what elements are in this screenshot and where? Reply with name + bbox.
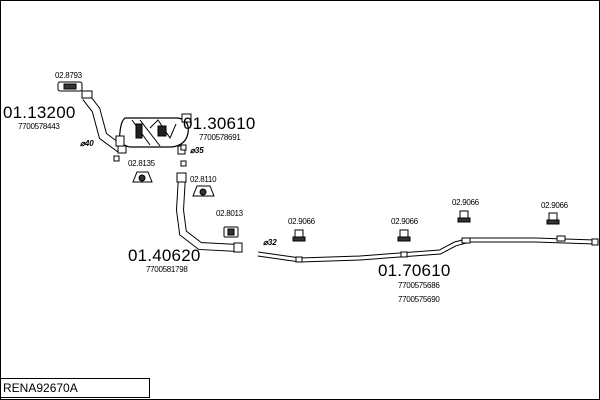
diameter-label: ⌀35	[190, 146, 204, 155]
fitting-label: 02.9066	[288, 217, 315, 226]
fitting-shape-02-8135	[132, 171, 153, 183]
part-code-rear-pipe: 01.70610	[378, 261, 451, 280]
fitting-shape-02-9066-a	[292, 229, 306, 242]
front-pipe-shape	[81, 90, 127, 154]
reference-box	[0, 378, 150, 398]
diameter-label: ⌀40	[80, 139, 94, 148]
part-oem-silencer: 7700578691	[199, 133, 241, 142]
clamp-shape	[113, 144, 187, 167]
part-code-silencer: 01.30610	[183, 114, 256, 133]
fitting-shape-02-8110	[192, 185, 215, 197]
fitting-label: 02.9066	[541, 201, 568, 210]
part-oem-intermediate-pipe: 7700581798	[146, 265, 188, 274]
fitting-label: 02.9066	[452, 198, 479, 207]
fitting-label: 02.8110	[190, 175, 217, 184]
fitting-label: 02.8135	[128, 159, 155, 168]
silencer-shape	[115, 113, 192, 155]
rear-pipe-shape	[257, 235, 599, 263]
reference-code: RENA92670A	[3, 381, 78, 395]
fitting-shape-02-8793	[57, 81, 83, 92]
part-oem-front-pipe: 7700578443	[18, 122, 60, 131]
fitting-label: 02.8013	[216, 209, 243, 218]
part-code-intermediate-pipe: 01.40620	[128, 246, 201, 265]
part-code-front-pipe: 01.13200	[3, 103, 76, 122]
fitting-shape-02-9066-d	[546, 212, 560, 225]
part-oem-rear-pipe-2: 7700575690	[398, 295, 440, 304]
fitting-label: 02.8793	[55, 71, 82, 80]
diameter-label: ⌀32	[263, 238, 277, 247]
fitting-shape-02-9066-b	[397, 229, 411, 242]
fitting-shape-02-9066-c	[457, 210, 471, 223]
fitting-label: 02.9066	[391, 217, 418, 226]
part-oem-rear-pipe: 7700575686	[398, 281, 440, 290]
intermediate-pipe-shape	[175, 172, 243, 253]
fitting-shape-02-8013	[223, 226, 239, 238]
